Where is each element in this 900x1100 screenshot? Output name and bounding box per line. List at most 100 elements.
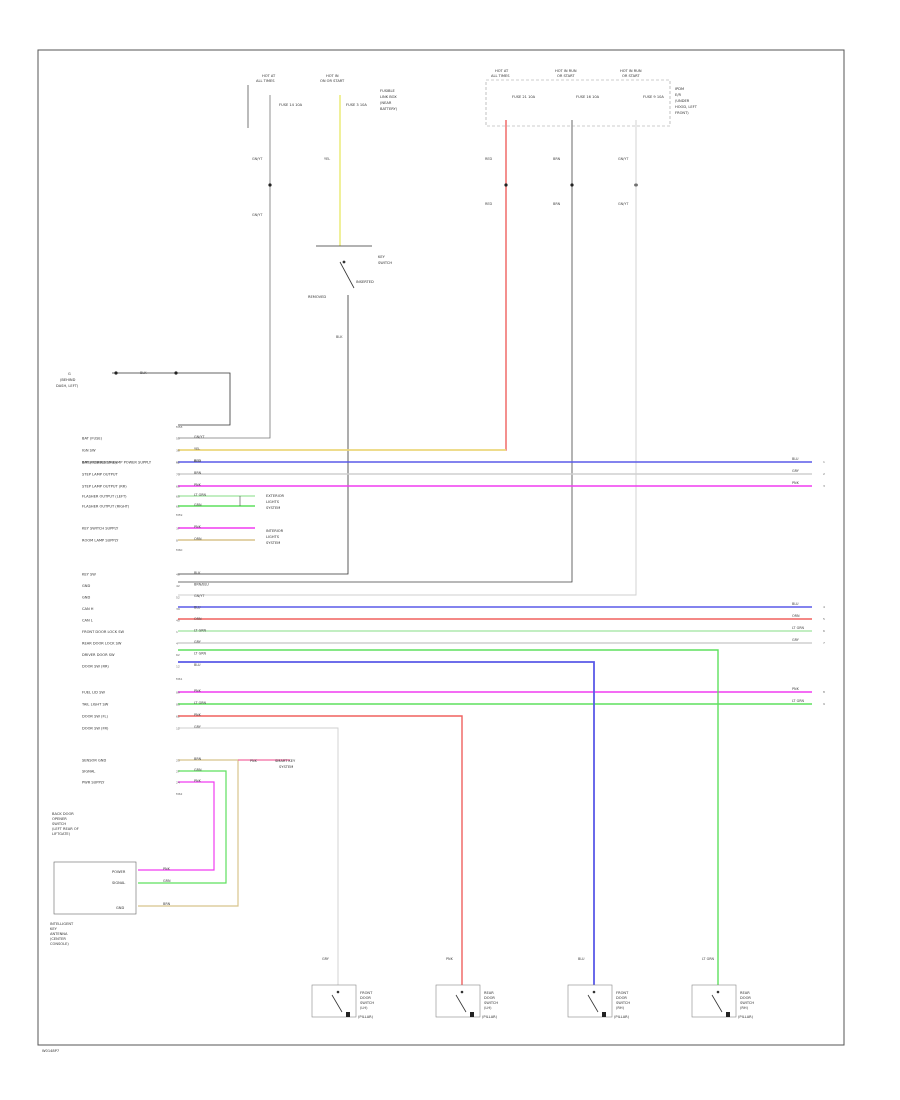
door-switch-2-ground [470, 1012, 474, 1017]
relay-fuse-3: FUSE 9 10A [643, 95, 664, 99]
door-switch-3-blade [587, 994, 599, 1013]
g7-dest-2: SYSTEM [279, 765, 293, 769]
right-ref-0: 1 [823, 460, 825, 464]
relay-fuse-2: FUSE 16 10A [576, 95, 600, 99]
sensor-pin-3: GND [116, 906, 124, 910]
sensor-label-4: (CENTER [50, 937, 66, 941]
bcm-connector-3: M61 [176, 677, 182, 681]
bcm-group5-wire-5: LT GRN [194, 629, 207, 633]
splice-fuse1 [268, 183, 272, 187]
bcm-group5-wire-6: GRY [194, 640, 202, 644]
sensor-wire-3: BRN [163, 902, 171, 906]
fuse-1-wire: GN/YT [252, 157, 263, 161]
door-switch-2-sub: (PILLAR) [482, 1015, 498, 1019]
bcm-group4-label-1: ROOM LAMP SUPPLY [82, 539, 119, 543]
fuse-2-fuse: FUSE 3 10A [346, 103, 367, 107]
relay-wire-2: BRN [553, 157, 561, 161]
bcm-group7-pin-1: 27 [176, 770, 180, 774]
sensor-title-2: OPENER [52, 817, 67, 821]
fuse-2-line1: HOT IN [326, 74, 339, 78]
relay-fuse-1: FUSE 21 10A [512, 95, 536, 99]
relay-side-3: (UNDER [675, 99, 690, 103]
door-switch-1-ground [346, 1012, 350, 1017]
bcm-group6-wire-1: LT GRN [194, 701, 207, 705]
ground-splice [174, 371, 178, 375]
g7-tag: PNK [250, 759, 258, 763]
door-switch-3-line-1: DOOR [616, 996, 627, 1000]
relay-wire-1-lower: RED [485, 202, 492, 206]
sensor-label-1: INTELLIGENT [50, 922, 74, 926]
g3-dest-1: EXTERIOR [266, 494, 285, 498]
door-switch-2-wire: PNK [446, 957, 454, 961]
g3-dest-2: LIGHTS [266, 500, 280, 504]
right-wire-label-5: LT GRN [792, 626, 805, 630]
key-switch: KEY SWITCH INSERTED REMOVED BLK [308, 245, 392, 339]
bcm-connector-0: M58 [176, 425, 182, 429]
bcm-group5-label-7: DRIVER DOOR SW [82, 653, 115, 657]
door-switch-2-line-3: (LH) [484, 1006, 492, 1010]
bcm-group5-label-0: KEY SW [82, 573, 96, 577]
right-ref-3: 4 [823, 605, 825, 609]
bcm-group7-pin-0: 23 [176, 759, 180, 763]
relay-side-2: E/R [675, 93, 681, 97]
relay-header-1b: ALL TIMES [491, 74, 510, 78]
key-switch-title: KEY [378, 255, 386, 259]
door-switch-1-contact [336, 990, 340, 994]
door-switch-2-line-0: REAR [484, 991, 494, 995]
junction-block-label: FUSIBLE LINK BOX (NEAR BATTERY) [380, 89, 398, 111]
bcm-ground: G (BEHIND DASH, LEFT) BLK [56, 371, 147, 388]
door-switch-4-blade [711, 994, 723, 1013]
door-switch-1-blade [331, 994, 343, 1013]
bcm-group1-wire-2: RED [194, 459, 201, 463]
door-switch-3-box [567, 984, 613, 1018]
right-ref-6: 7 [823, 641, 825, 645]
sensor-label-5: CONSOLE) [50, 942, 69, 946]
top-fuse-group: HOT AT ALL TIMES FUSE 14 10A GN/YT GN/YT… [252, 74, 398, 217]
relay-header-2a: HOT IN RUN [555, 69, 577, 73]
door-switch-1-line-3: (LH) [360, 1006, 368, 1010]
bcm-group2-wire-1: BRN [194, 471, 202, 475]
relay-side-5: FRONT) [675, 111, 689, 115]
bcm-group1-pin-2: 42 [176, 461, 180, 465]
relay-wire-1: RED [485, 157, 492, 161]
bcm-group5-wire-0: BLK [194, 571, 201, 575]
bcm-group3-wire-0: LT GRN [194, 493, 207, 497]
g7-dest-1: SMART KEY [275, 759, 296, 763]
door-switch-4-line-3: (RH) [740, 1006, 749, 1010]
right-wire-label-0: BLU [792, 457, 799, 461]
bcm-group6-pin-2: 62 [176, 715, 180, 719]
bcm-group5-pin-3: 39 [176, 607, 180, 611]
relay-wire-3-lower: GN/YT [618, 202, 629, 206]
bcm-group5-pin-5: 1 [176, 630, 178, 634]
door-switch-4-line-0: REAR [740, 991, 750, 995]
bcm-group6-pin-3: 12 [176, 727, 180, 731]
wire-sensor-signal [138, 770, 227, 884]
bcm-group5-pin-8: 12 [176, 665, 180, 669]
relay-side-4: HOOD, LEFT [675, 105, 698, 109]
key-switch-sub: SWITCH [378, 261, 392, 265]
relay-header-2b: OR START [557, 74, 575, 78]
door-switch-3-ground [602, 1012, 606, 1017]
sensor-pin-1: POWER [112, 870, 126, 874]
bcm-group1-pin-0: 55 [176, 437, 180, 441]
bcm-group3-label-0: FLASHER OUTPUT (LEFT) [82, 495, 127, 499]
bcm-group3-label-1: FLASHER OUTPUT (RIGHT) [82, 505, 130, 509]
bcm-group7-wire-2: PNK [194, 779, 202, 783]
bcm-group7-label-0: SENSOR GND [82, 759, 106, 763]
sensor-pin-2: SIGNAL [112, 881, 125, 885]
bcm-group5-wire-1: BRN/BLU [194, 583, 209, 587]
door-switch-1-wire: GRY [322, 957, 330, 961]
bcm-group6-wire-2: PNK [194, 713, 202, 717]
right-ref-5: 6 [823, 629, 825, 633]
bcm-group6-pin-0: 89 [176, 691, 180, 695]
sensor-box [53, 861, 137, 915]
door-switch-1-line-1: DOOR [360, 996, 371, 1000]
door-switch-3-line-0: FRONT [616, 991, 629, 995]
right-wire-label-1: GRY [792, 469, 800, 473]
bcm-group2-pin-1: 73 [176, 473, 180, 477]
ground-line3: DASH, LEFT) [56, 384, 79, 388]
door-switch-1-line-2: SWITCH [360, 1001, 374, 1005]
